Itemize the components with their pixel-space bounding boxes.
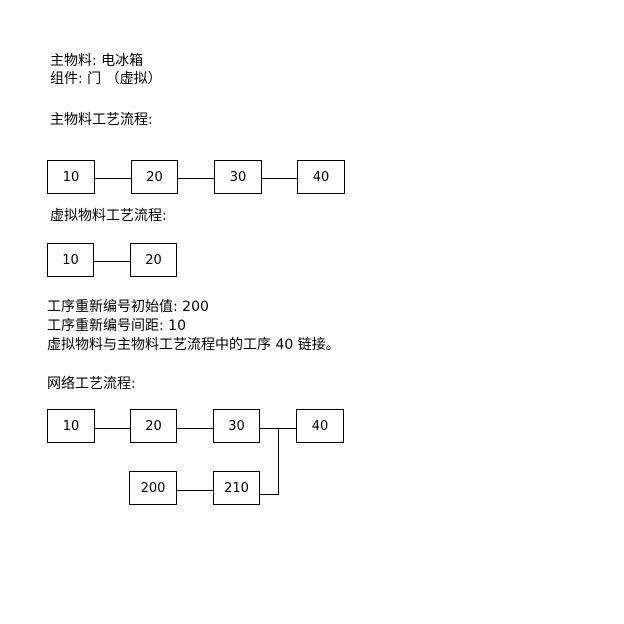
connector-line bbox=[177, 428, 213, 429]
operation-box-200: 200 bbox=[129, 471, 177, 505]
connector-line bbox=[94, 261, 130, 262]
operation-box-10: 10 bbox=[47, 160, 95, 194]
connector-line bbox=[178, 178, 214, 179]
operation-box-20: 20 bbox=[131, 160, 178, 194]
virtual-routing-title: 虚拟物料工艺流程: bbox=[50, 208, 167, 224]
operation-box-10: 10 bbox=[47, 243, 94, 277]
renumber-interval-note: 工序重新编号间距: 10 bbox=[47, 318, 186, 334]
main-material-label: 主物料: 电冰箱 bbox=[50, 53, 144, 69]
operation-box-20: 20 bbox=[130, 409, 177, 443]
network-routing-title: 网络工艺流程: bbox=[47, 376, 136, 392]
connector-line bbox=[95, 428, 130, 429]
connector-line bbox=[177, 490, 213, 491]
link-connector-horizontal bbox=[260, 494, 279, 495]
connector-line bbox=[262, 178, 297, 179]
operation-box-210: 210 bbox=[213, 471, 260, 505]
link-note: 虚拟物料与主物料工艺流程中的工序 40 链接。 bbox=[47, 337, 340, 353]
operation-box-40: 40 bbox=[297, 160, 345, 194]
operation-box-30: 30 bbox=[214, 160, 262, 194]
renumber-start-note: 工序重新编号初始值: 200 bbox=[47, 299, 209, 315]
connector-line bbox=[95, 178, 131, 179]
operation-box-10: 10 bbox=[47, 409, 95, 443]
operation-box-40: 40 bbox=[296, 409, 344, 443]
operation-box-30: 30 bbox=[213, 409, 260, 443]
component-label: 组件: 门 （虚拟） bbox=[50, 71, 162, 87]
operation-box-20: 20 bbox=[130, 243, 177, 277]
link-connector-vertical bbox=[278, 428, 279, 495]
main-routing-title: 主物料工艺流程: bbox=[50, 112, 153, 128]
